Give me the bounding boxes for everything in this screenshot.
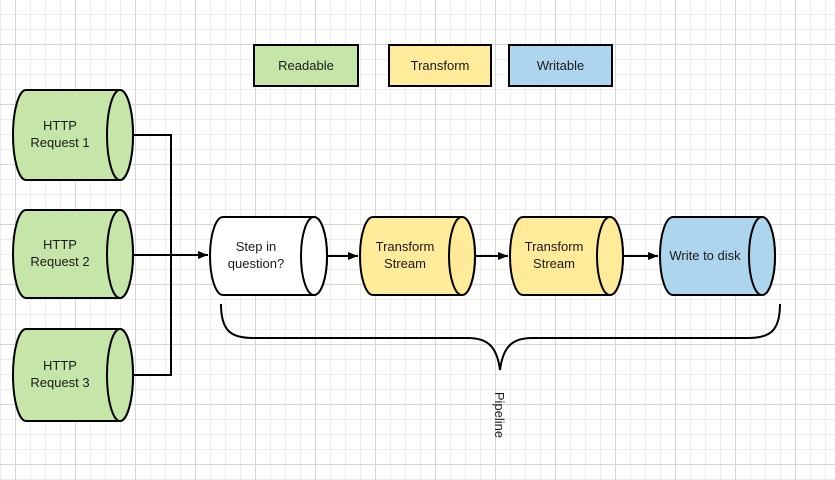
cylinder-cap [748,216,776,296]
cylinder-cap [448,216,476,296]
legend-writable[interactable]: Writable [508,44,613,87]
cylinder-cap [106,209,134,299]
cylinder-http-request-3[interactable] [12,328,134,422]
legend-transform[interactable]: Transform [388,44,492,87]
legend-writable-label: Writable [536,58,585,73]
cylinder-cap [596,216,624,296]
pipeline-brace-label: Pipeline [492,391,508,439]
cylinder-cap [106,328,134,422]
cylinder-transform-stream-2[interactable] [509,216,624,296]
cylinder-step-in-question[interactable] [209,216,328,296]
cylinder-transform-stream-1[interactable] [359,216,476,296]
cylinder-http-request-2[interactable] [12,209,134,299]
legend-readable-label: Readable [278,58,334,73]
cylinder-write-to-disk[interactable] [659,216,776,296]
legend-transform-label: Transform [410,58,470,73]
pipeline-brace[interactable] [220,303,781,371]
legend-readable[interactable]: Readable [253,44,359,87]
cylinder-http-request-1[interactable] [12,89,134,181]
cylinder-cap [106,89,134,181]
cylinder-cap [300,216,328,296]
